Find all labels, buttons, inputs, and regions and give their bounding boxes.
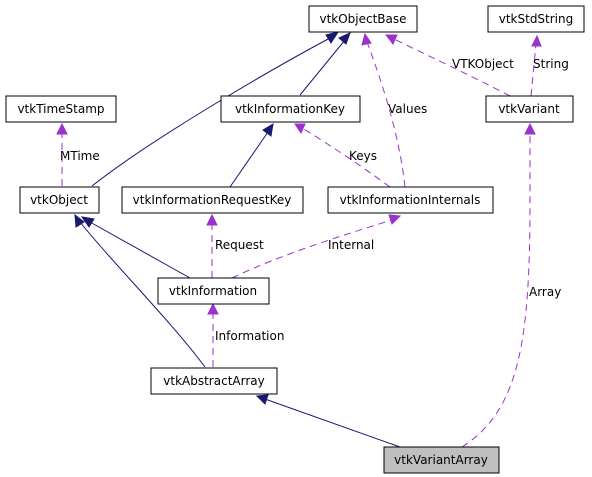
node-vtkinformationkey-label: vtkInformationKey xyxy=(235,102,345,116)
node-vtkobject[interactable]: vtkObject xyxy=(19,186,100,214)
arrowhead-vtkobjectbase-from-internals xyxy=(361,32,372,46)
arrowhead-informationkey-from-requestkey xyxy=(262,123,274,137)
node-vtkinformation[interactable]: vtkInformation xyxy=(157,277,270,305)
edge-abstractarray-to-vtkobject xyxy=(79,221,206,368)
edge-label-string: String xyxy=(533,57,569,71)
node-vtkinformationkey-box xyxy=(220,95,361,123)
edge-requestkey-to-informationkey xyxy=(229,131,269,188)
node-vtkstdstring-box xyxy=(487,5,585,33)
edge-information-to-vtkobject xyxy=(89,221,191,279)
node-vtkvariant[interactable]: vtkVariant xyxy=(485,95,574,123)
arrowhead-vtkobjectbase-from-informationkey xyxy=(338,32,351,45)
arrowhead-vtkobjectbase-from-vtkvariant xyxy=(384,34,398,45)
node-vtktimestamp-box xyxy=(5,95,117,123)
arrowhead-vtkobject-from-information xyxy=(80,216,95,228)
node-vtkobjectbase-box xyxy=(308,5,418,33)
edge-labels: VTKObject String Values MTime Keys Reque… xyxy=(60,57,569,343)
nodes: vtkObjectBase vtkStdString vtkTimeStamp … xyxy=(5,5,585,474)
node-vtkinformation-label: vtkInformation xyxy=(169,284,257,298)
edge-vtkobject-to-vtkobjectbase xyxy=(91,37,331,187)
edge-internals-to-vtkobjectbase xyxy=(366,41,406,188)
usage-edges xyxy=(56,32,542,448)
edge-label-request: Request xyxy=(215,238,264,252)
edge-label-mtime: MTime xyxy=(60,149,100,163)
edge-information-to-internals xyxy=(231,219,393,279)
node-vtktimestamp-label: vtkTimeStamp xyxy=(17,102,104,116)
node-vtkobject-box xyxy=(19,186,100,214)
arrowhead-vtkobjectbase-from-vtkobject xyxy=(325,31,340,44)
node-vtkstdstring[interactable]: vtkStdString xyxy=(487,5,585,33)
node-vtkinformationinternals-box xyxy=(327,186,494,214)
node-vtkstdstring-label: vtkStdString xyxy=(499,12,574,26)
node-vtkabstractarray-box xyxy=(150,367,278,395)
edge-vtkvariant-to-vtkobjectbase xyxy=(391,37,511,97)
node-vtkobjectbase-label: vtkObjectBase xyxy=(319,12,406,26)
arrowhead-informationkey-from-internals xyxy=(294,123,306,135)
node-vtkvariantarray[interactable]: vtkVariantArray xyxy=(383,446,500,474)
edge-variantarray-to-abstractarray xyxy=(264,398,401,448)
node-vtkvariantarray-label: vtkVariantArray xyxy=(394,453,488,467)
edge-internals-to-informationkey xyxy=(301,127,391,188)
node-vtkobject-label: vtkObject xyxy=(30,193,88,207)
arrowhead-internals-from-information xyxy=(388,214,402,225)
node-vtkabstractarray[interactable]: vtkAbstractArray xyxy=(150,367,278,395)
node-vtkinformationrequestkey-label: vtkInformationRequestKey xyxy=(133,193,292,207)
node-vtktimestamp[interactable]: vtkTimeStamp xyxy=(5,95,117,123)
node-vtkabstractarray-label: vtkAbstractArray xyxy=(163,374,264,388)
edge-label-internal: Internal xyxy=(328,238,374,252)
arrowhead-abstractarray-from-variantarray xyxy=(255,394,269,405)
node-vtkinformationrequestkey[interactable]: vtkInformationRequestKey xyxy=(121,186,304,214)
edge-label-keys: Keys xyxy=(349,149,377,163)
arrowhead-vtkstdstring-from-vtkvariant xyxy=(531,34,542,47)
arrowhead-vtkvariant-from-variantarray xyxy=(524,122,536,135)
edge-informationkey-to-vtkobjectbase xyxy=(299,39,346,96)
edge-label-vtkobject: VTKObject xyxy=(452,57,514,71)
arrowhead-information-from-abstractarray xyxy=(207,302,219,315)
edge-label-information: Information xyxy=(215,329,284,343)
edge-label-values: Values xyxy=(388,102,427,116)
node-vtkinformationkey[interactable]: vtkInformationKey xyxy=(220,95,361,123)
node-vtkinformationinternals-label: vtkInformationInternals xyxy=(340,193,481,207)
edge-vtkvariant-to-vtkstdstring xyxy=(530,43,537,97)
inheritance-edges xyxy=(74,31,401,448)
arrowhead-timestamp-from-vtkobject xyxy=(56,122,68,135)
node-vtkinformation-box xyxy=(157,277,270,305)
node-vtkvariant-label: vtkVariant xyxy=(498,102,560,116)
node-vtkobjectbase[interactable]: vtkObjectBase xyxy=(308,5,418,33)
node-vtkvariant-box xyxy=(485,95,574,123)
node-vtkinformationinternals[interactable]: vtkInformationInternals xyxy=(327,186,494,214)
edge-variantarray-to-vtkvariant xyxy=(461,132,531,448)
edge-label-array: Array xyxy=(529,285,561,299)
arrowhead-requestkey-from-information xyxy=(206,213,218,226)
arrowhead-vtkobject-from-abstractarray xyxy=(74,213,85,228)
node-vtkinformationrequestkey-box xyxy=(121,186,304,214)
node-vtkvariantarray-box xyxy=(383,446,500,474)
